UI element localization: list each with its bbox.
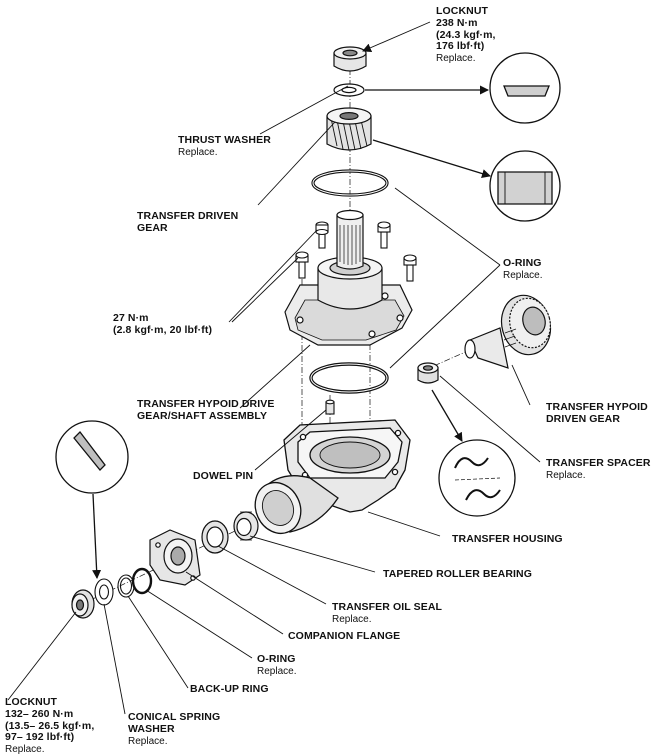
backup-ring-part: [117, 574, 135, 598]
companion-flange-label: COMPANION FLANGE: [288, 630, 401, 643]
locknut-top-part: [333, 46, 367, 72]
hypoid-drive-gear-line1: TRANSFER HYPOID DRIVE: [137, 398, 275, 410]
transfer-housing-title: TRANSFER HOUSING: [452, 533, 563, 545]
transfer-oil-seal-title: TRANSFER OIL SEAL: [332, 601, 443, 613]
thrust-washer-title: THRUST WASHER: [178, 134, 271, 146]
transfer-housing-label: TRANSFER HOUSING: [452, 533, 563, 546]
transfer-spacer-note: Replace.: [546, 469, 586, 481]
hypoid-driven-gear-line2: DRIVEN GEAR: [546, 412, 621, 425]
transfer-driven-gear-line2: GEAR: [137, 221, 168, 234]
locknut-bottom-part: [71, 589, 95, 619]
dowel-pin-label: DOWEL PIN: [193, 470, 254, 483]
dowel-pin-part: [325, 399, 335, 415]
transfer-oil-seal-note: Replace.: [332, 613, 372, 625]
locknut-bottom-title: LOCKNUT: [5, 696, 58, 708]
transfer-spacer-label: TRANSFER SPACER Replace.: [546, 457, 651, 481]
conical-spring-washer-label: CONICAL SPRING WASHER Replace.: [128, 711, 221, 747]
thrust-washer-label: THRUST WASHER Replace.: [178, 134, 271, 158]
hypoid-driven-gear-part: [464, 294, 552, 369]
detail-circle-spacer-section: [438, 439, 516, 517]
bolt-3: [295, 251, 309, 279]
locknut-top-torque: 238 N·m: [436, 16, 478, 29]
conical-spring-washer-part: [94, 578, 114, 606]
detail-circle-gear-section: [489, 150, 561, 222]
o-ring-lower-part: [309, 362, 389, 394]
locknut-bottom-torque: 132– 260 N·m: [5, 707, 74, 720]
transfer-housing-part: [254, 419, 411, 534]
transfer-spacer-part: [417, 362, 439, 384]
locknut-bottom-label: LOCKNUT 132– 260 N·m (13.5– 26.5 kgf·m, …: [5, 696, 95, 755]
locknut-top-torque-alt2: 176 lbf·ft): [436, 40, 485, 53]
locknut-bottom-torque-alt1: (13.5– 26.5 kgf·m,: [5, 719, 95, 732]
conical-spring-washer-line1: CONICAL SPRING: [128, 711, 221, 723]
locknut-top-title: LOCKNUT: [436, 5, 489, 17]
transfer-oil-seal-part: [201, 520, 229, 554]
o-ring-right-title: O-RING: [503, 257, 542, 269]
hypoid-driven-gear-line1: TRANSFER HYPOID: [546, 401, 648, 413]
transfer-oil-seal-label: TRANSFER OIL SEAL Replace.: [332, 601, 443, 625]
locknut-bottom-note: Replace.: [5, 744, 45, 755]
o-ring-bottom-part: [131, 567, 153, 595]
transfer-driven-gear-part: [326, 107, 372, 151]
transfer-spacer-title: TRANSFER SPACER: [546, 457, 651, 469]
thrust-washer-note: Replace.: [178, 146, 218, 158]
detail-circle-washer-section: [489, 52, 561, 124]
o-ring-upper-part: [311, 169, 389, 197]
detail-arrows: [92, 85, 491, 579]
bolt-torque-value: 27 N·m: [113, 312, 149, 324]
transfer-driven-gear-line1: TRANSFER DRIVEN: [137, 210, 239, 222]
locknut-bottom-torque-alt2: 97– 192 lbf·ft): [5, 731, 75, 744]
thrust-washer-part: [333, 83, 365, 97]
locknut-top-note: Replace.: [436, 53, 476, 64]
hypoid-drive-gear-label: TRANSFER HYPOID DRIVE GEAR/SHAFT ASSEMBL…: [137, 398, 275, 423]
o-ring-bottom-title: O-RING: [257, 653, 296, 665]
detail-circle-spring-washer-section: [55, 420, 129, 494]
leader-lines: [7, 21, 541, 715]
hypoid-driven-gear-label: TRANSFER HYPOID DRIVEN GEAR: [546, 401, 648, 426]
dowel-pin-title: DOWEL PIN: [193, 470, 254, 482]
companion-flange-title: COMPANION FLANGE: [288, 630, 401, 642]
bolt-group: [295, 221, 417, 282]
o-ring-bottom-label: O-RING Replace.: [257, 653, 297, 677]
bolt-torque-alt: (2.8 kgf·m, 20 lbf·ft): [113, 323, 213, 336]
hypoid-drive-gear-line2: GEAR/SHAFT ASSEMBLY: [137, 409, 268, 422]
bolt-torque-label: 27 N·m (2.8 kgf·m, 20 lbf·ft): [113, 312, 213, 337]
locknut-top-torque-alt1: (24.3 kgf·m,: [436, 28, 496, 41]
tapered-roller-bearing-title: TAPERED ROLLER BEARING: [383, 568, 533, 580]
companion-flange-part: [149, 529, 201, 586]
bolt-1: [315, 221, 329, 249]
bolt-2: [377, 221, 391, 249]
o-ring-right-label: O-RING Replace.: [503, 257, 543, 281]
hypoid-drive-gear-assembly-part: [284, 209, 413, 346]
tapered-roller-bearing-part: [233, 511, 259, 541]
o-ring-right-note: Replace.: [503, 269, 543, 281]
backup-ring-label: BACK-UP RING: [190, 683, 269, 696]
conical-spring-washer-line2: WASHER: [128, 722, 175, 735]
locknut-top-label: LOCKNUT 238 N·m (24.3 kgf·m, 176 lbf·ft)…: [436, 5, 496, 64]
tapered-roller-bearing-label: TAPERED ROLLER BEARING: [383, 568, 533, 581]
o-ring-bottom-note: Replace.: [257, 665, 297, 677]
backup-ring-title: BACK-UP RING: [190, 683, 269, 695]
conical-spring-washer-note: Replace.: [128, 735, 168, 747]
transfer-driven-gear-label: TRANSFER DRIVEN GEAR: [137, 210, 239, 235]
bolt-4: [403, 254, 417, 282]
